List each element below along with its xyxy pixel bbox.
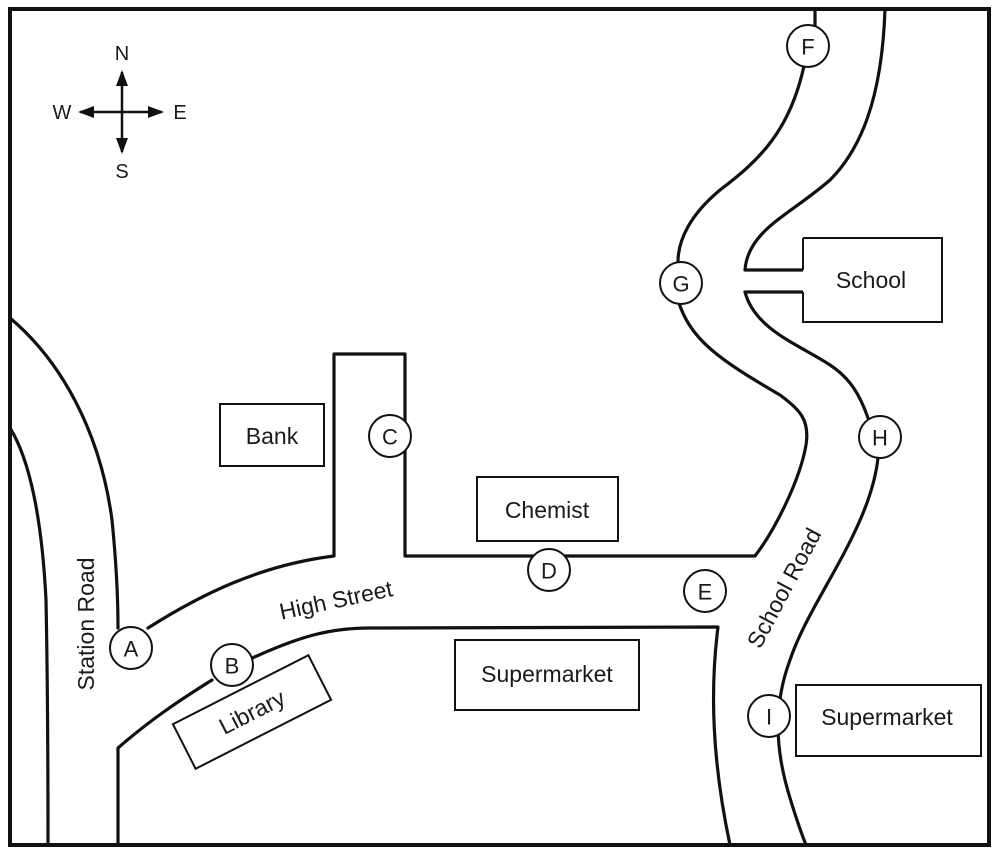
compass: N S W E <box>53 43 187 183</box>
chemist-building: Chemist <box>476 476 619 542</box>
point-i-label: I <box>766 705 772 730</box>
point-h: H <box>858 415 902 459</box>
supermarket-school-road-label: Supermarket <box>821 704 953 730</box>
school-building: School <box>802 237 943 323</box>
supermarket-high-street-label: Supermarket <box>481 661 613 687</box>
bank-box <box>219 403 325 467</box>
station-road-edge-west <box>8 426 50 847</box>
supermarket-high-street-building: Supermarket <box>454 639 640 711</box>
point-e: E <box>683 569 727 613</box>
point-i: I <box>747 694 791 738</box>
chemist-box <box>476 476 619 542</box>
compass-north-label: N <box>115 43 129 65</box>
north-arrow-icon <box>116 70 128 86</box>
point-d: D <box>527 548 571 592</box>
point-f-label: F <box>801 35 814 60</box>
point-d-label: D <box>541 559 557 584</box>
school-box <box>802 237 943 323</box>
point-f: F <box>786 24 830 68</box>
bank-building: Bank <box>219 403 325 467</box>
library-box <box>171 653 333 771</box>
compass-west-label: W <box>53 102 72 124</box>
supermarket-school-road-building: Supermarket <box>795 684 982 757</box>
school-road-west-edge <box>676 7 817 264</box>
point-c-label: C <box>382 425 398 450</box>
point-h-label: H <box>872 426 888 451</box>
point-g-label: G <box>672 272 689 297</box>
point-b-label: B <box>225 654 240 679</box>
point-c: C <box>368 414 412 458</box>
station-road-edge-east <box>8 316 120 630</box>
school-label: School <box>836 267 906 293</box>
bank-label: Bank <box>246 423 299 449</box>
station-road-label: Station Road <box>73 558 99 691</box>
high-street-north-edge <box>146 298 809 630</box>
point-b: B <box>210 643 254 687</box>
point-a-label: A <box>124 637 139 662</box>
point-a: A <box>109 626 153 670</box>
school-road-east-edge <box>743 7 887 847</box>
south-arrow-icon <box>116 138 128 154</box>
compass-east-label: E <box>173 102 186 124</box>
chemist-label: Chemist <box>505 497 590 523</box>
point-g: G <box>659 261 703 305</box>
high-street-south-edge <box>116 625 732 847</box>
supermarket-school-road-box <box>795 684 982 757</box>
supermarket-high-street-box <box>454 639 640 711</box>
west-arrow-icon <box>78 106 94 118</box>
east-arrow-icon <box>148 106 164 118</box>
point-e-label: E <box>698 580 713 605</box>
compass-south-label: S <box>115 161 128 183</box>
